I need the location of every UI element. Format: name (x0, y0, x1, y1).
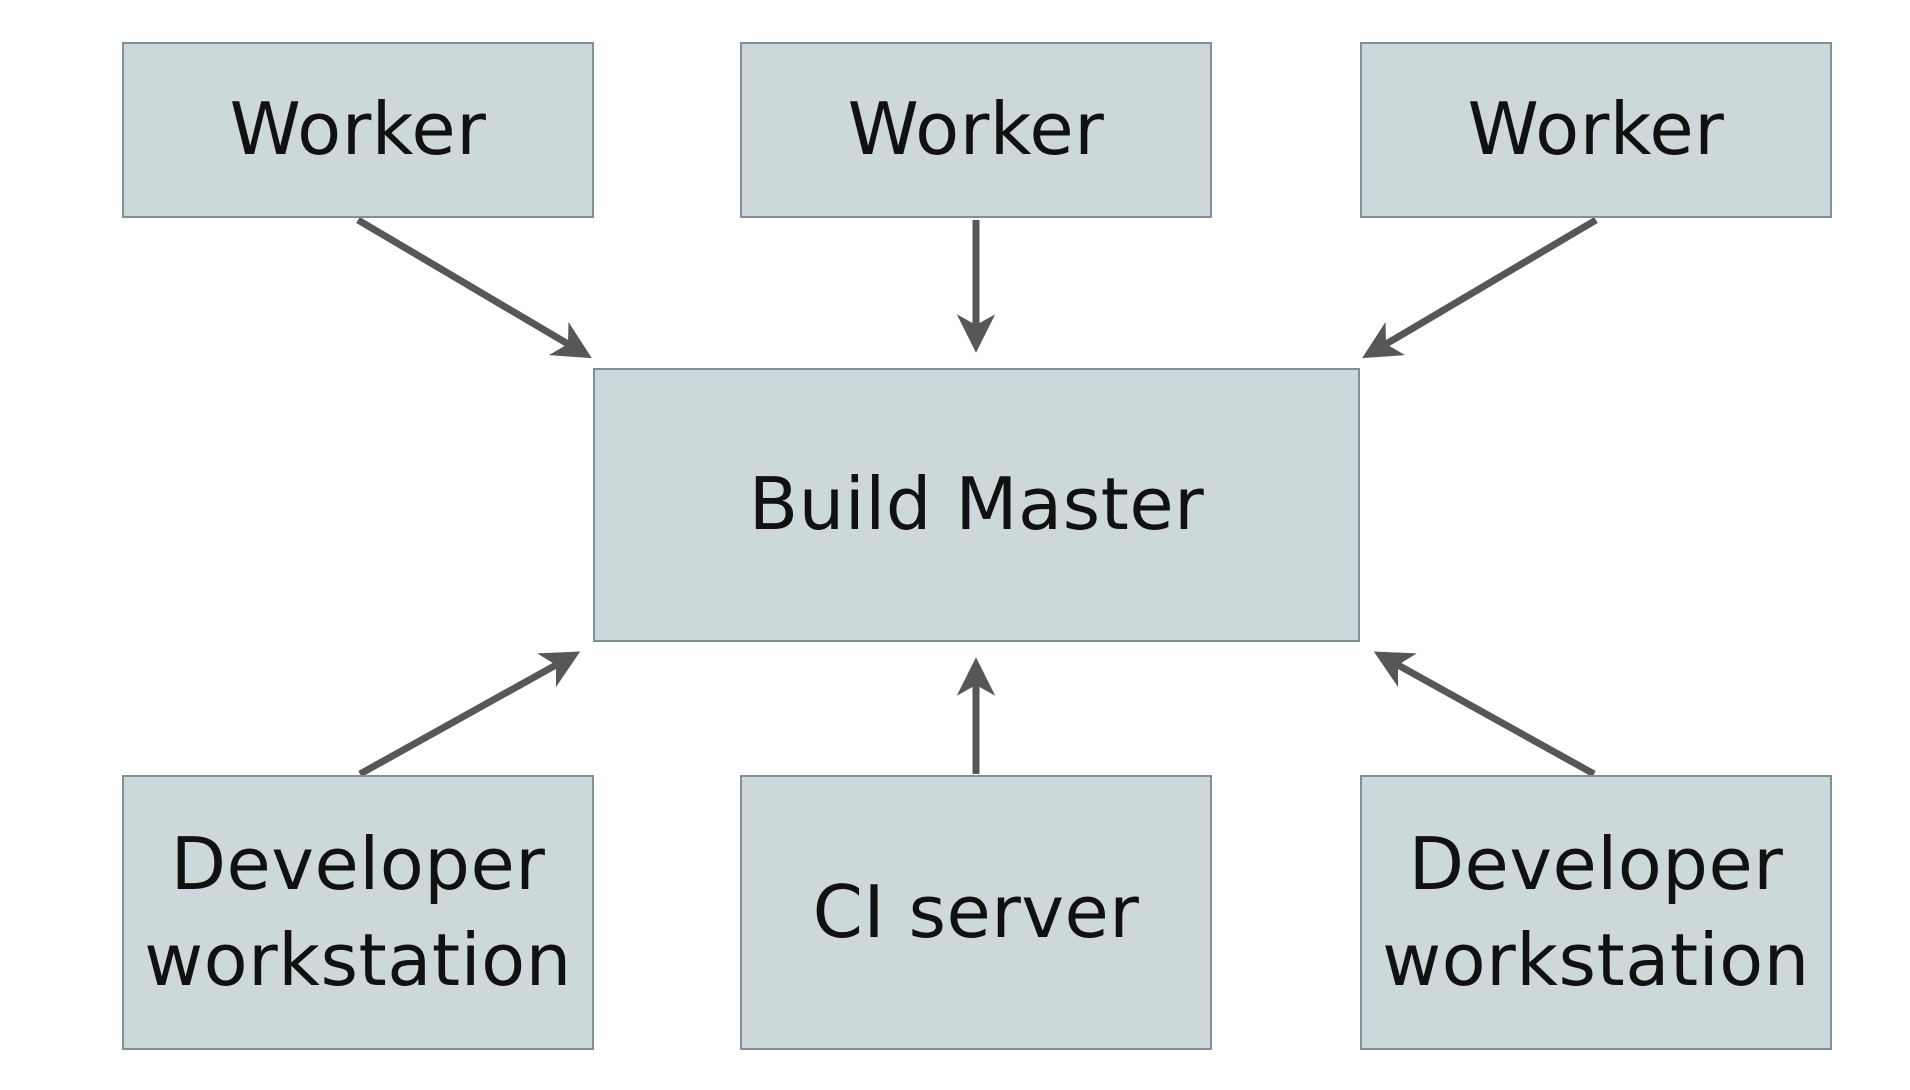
node-developer-workstation-right: Developer workstation (1360, 775, 1832, 1050)
node-ci-server-label: CI server (812, 869, 1140, 954)
node-worker-top-left-label: Worker (229, 87, 487, 172)
node-build-master: Build Master (593, 368, 1360, 642)
node-worker-top-center-label: Worker (847, 87, 1105, 172)
node-developer-workstation-left-label: Developer workstation (144, 821, 572, 1002)
node-ci-server: CI server (740, 775, 1212, 1050)
node-developer-workstation-left: Developer workstation (122, 775, 594, 1050)
node-worker-top-center: Worker (740, 42, 1212, 218)
arrow-worker-left-to-build-master (356, 216, 592, 359)
arrow-dev-workstation-left-to-build-master (358, 651, 581, 778)
arrow-worker-right-to-build-master (1362, 216, 1598, 359)
node-build-master-label: Build Master (748, 462, 1205, 547)
arrow-dev-workstation-right-to-build-master (1373, 651, 1596, 778)
node-developer-workstation-right-label: Developer workstation (1382, 821, 1810, 1002)
node-worker-top-right: Worker (1360, 42, 1832, 218)
node-worker-top-left: Worker (122, 42, 594, 218)
node-worker-top-right-label: Worker (1467, 87, 1725, 172)
